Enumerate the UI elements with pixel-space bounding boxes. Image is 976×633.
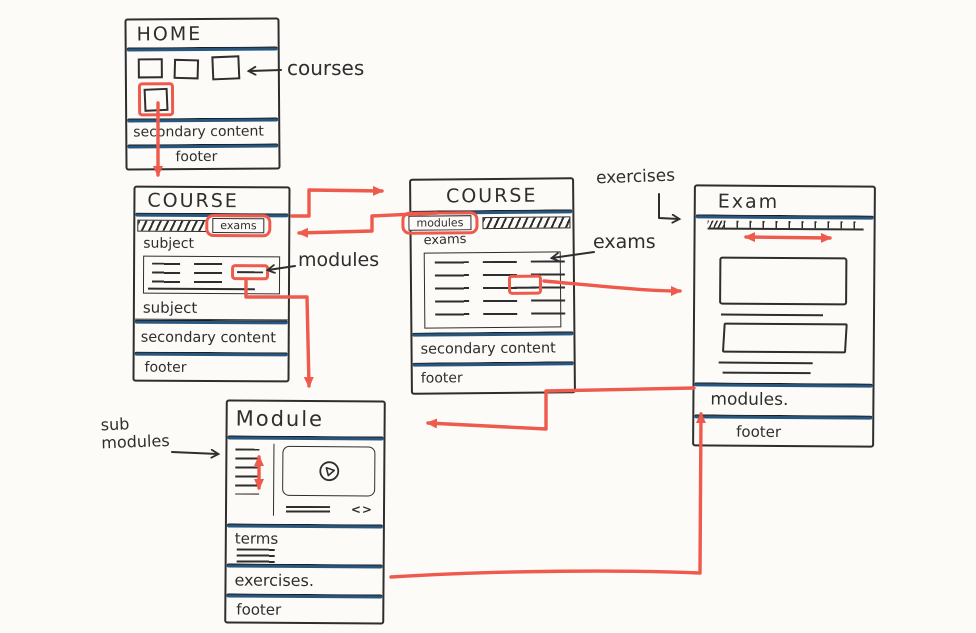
module-content-area: <> [227, 439, 384, 524]
tab-modules: modules [408, 215, 472, 231]
page-title: Module [235, 406, 325, 432]
page-course-exams: COURSE modules exams secondary content f… [401, 177, 576, 395]
page-home: HOME secondary content footer [124, 17, 281, 171]
highlighted-exam-item [507, 274, 543, 295]
footer-section: footer [236, 600, 282, 619]
page-exam: Exam modules. footer [692, 184, 876, 448]
secondary-content-section: secondary content [140, 329, 277, 347]
stepper-start-hatch [707, 220, 724, 230]
exam-list-lines [434, 261, 470, 320]
exam-item-line [514, 286, 537, 289]
course-thumbnail [137, 58, 163, 79]
sub-modules-list [235, 448, 260, 495]
terms-section: terms [227, 527, 383, 564]
modules-section: modules. [710, 389, 789, 411]
annotation-exercises: exercises [595, 165, 676, 189]
page-title: HOME [136, 23, 203, 46]
exams-tab-highlight: exams [205, 213, 272, 238]
tab-exams: exams [212, 218, 265, 234]
secondary-content-section: secondary content [133, 123, 264, 141]
annotation-courses: courses [287, 56, 365, 80]
list-underline [147, 287, 255, 291]
exercises-section: exercises. [234, 570, 315, 591]
annotation-sub-modules: sub modules [100, 414, 170, 452]
module-list-lines [193, 262, 223, 288]
annotation-modules: modules [298, 249, 380, 271]
terms-heading: terms [234, 529, 279, 548]
module-item-line [237, 271, 264, 275]
module-main-panel: <> [274, 440, 384, 525]
text-line [721, 313, 824, 317]
text-line [718, 361, 813, 365]
course-thumbnail [143, 87, 169, 112]
page-title: COURSE [445, 184, 538, 208]
page-module: Module <> terms [224, 399, 386, 625]
page-course-subject: COURSE exams subject subject secondary c… [132, 185, 291, 383]
footer-section: footer [144, 359, 187, 376]
course-tab-bar: exams [135, 213, 288, 238]
highlighted-course-thumbnail [137, 82, 175, 117]
exam-progress-stepper [696, 218, 874, 241]
subject-heading: subject [134, 295, 288, 321]
terms-lines [236, 548, 275, 564]
active-tab-hatch [137, 219, 208, 232]
page-title: Exam [717, 190, 780, 213]
arrow-module-exercises-to-exam-footer [389, 412, 706, 579]
arrow-exercises-annotation [658, 193, 679, 219]
home-courses-area [127, 50, 278, 118]
active-tab-hatch [482, 215, 571, 229]
page-title: COURSE [147, 189, 239, 213]
question-box [719, 256, 848, 306]
arrow-course-exams-tab-to-exams-page [290, 185, 384, 218]
modules-list-box [142, 255, 281, 295]
module-list-lines [151, 262, 181, 287]
video-caption-row: <> [282, 502, 375, 517]
arrow-sub-modules-annotation [171, 452, 218, 454]
exams-list-box [423, 251, 566, 329]
video-player [282, 445, 376, 497]
caption-lines [285, 505, 331, 513]
secondary-content-section: secondary content [420, 340, 556, 358]
footer-section: footer [736, 422, 782, 441]
highlighted-module-item [231, 264, 270, 281]
play-icon [318, 461, 339, 482]
annotation-exams: exams [593, 231, 656, 253]
stepper-ticks [723, 220, 864, 231]
answer-box [721, 322, 848, 354]
footer-section: footer [420, 370, 463, 387]
course-thumbnail [211, 55, 241, 81]
footer-section: footer [175, 148, 218, 166]
course-thumbnail [173, 58, 200, 80]
code-icon: <> [350, 502, 374, 517]
